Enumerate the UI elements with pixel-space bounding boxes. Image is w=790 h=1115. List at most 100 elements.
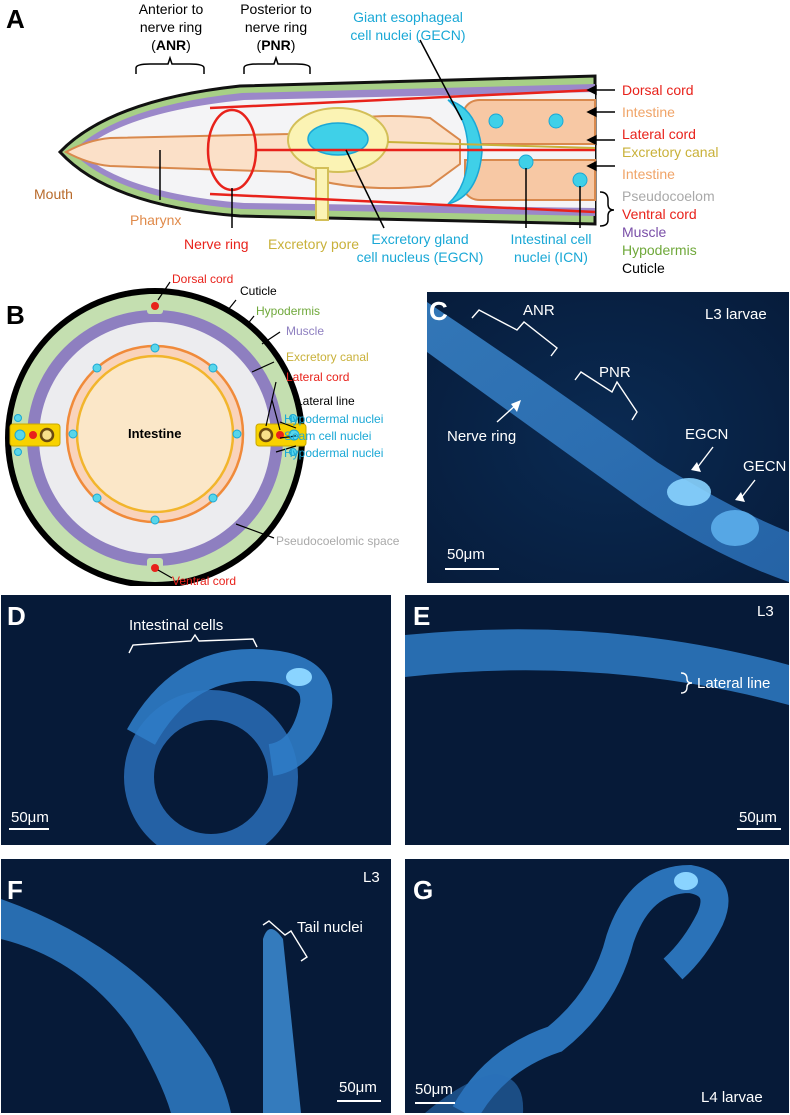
c-anr: ANR [523, 302, 555, 319]
egcn-label: Excretory gland cell nucleus (EGCN) [356, 231, 484, 265]
worm-longitudinal-diagram [57, 39, 615, 229]
b-hypodermal-nuclei-2: Hypodermal nuclei [284, 446, 384, 460]
panel-letter-b: B [6, 300, 25, 330]
legend-intestine-2: Intestine [622, 166, 675, 182]
panel-letter-g: G [413, 875, 434, 905]
icn-nucleus [518, 154, 534, 170]
worm-body-e [405, 629, 789, 705]
egcn-pointer [345, 149, 385, 229]
panel-e: E L3 Lateral line 50μm [405, 595, 789, 845]
icn-nucleus [572, 172, 588, 188]
b-seam-cell-nuclei: Seam cell nuclei [284, 429, 372, 443]
worm-body-c [427, 302, 789, 582]
panel-c: C L3 larvae ANR PNR Nerve ring EGCN GECN… [427, 292, 789, 583]
f-scale: 50μm [339, 1079, 377, 1096]
b-hypodermis: Hypodermis [256, 304, 321, 318]
panel-g: G L4 larvae 50μm [405, 859, 789, 1113]
b-intestine: Intestine [128, 426, 182, 441]
legend-intestine: Intestine [622, 104, 675, 120]
panel-letter-e: E [413, 601, 431, 631]
excretory-pore-duct [315, 167, 329, 221]
panel-a: A [0, 0, 790, 276]
b-pseudocoelomic-space: Pseudocoelomic space [276, 534, 400, 548]
b-lateral-cord: Lateral cord [286, 370, 350, 384]
pharynx-label: Pharynx [130, 212, 182, 228]
worm-cross-section-diagram [5, 281, 307, 586]
legend-hypodermis: Hypodermis [622, 242, 697, 258]
dorsal-cord-dot [151, 302, 159, 310]
b-cuticle: Cuticle [240, 284, 277, 298]
icn-nucleus [488, 113, 504, 129]
nerve-ring-label: Nerve ring [184, 236, 249, 252]
gecn-arrow [740, 479, 756, 499]
legend-muscle: Muscle [622, 224, 667, 240]
e-lateral-line: Lateral line [697, 675, 771, 692]
panel-letter-f: F [7, 875, 23, 905]
excretory-pore-label: Excretory pore [268, 236, 360, 252]
ventral-cord-line [209, 192, 596, 214]
right-legend: Dorsal cord Intestine Lateral cord Excre… [622, 81, 718, 277]
legend-lateral-cord: Lateral cord [622, 126, 696, 142]
gecn-pointer [419, 39, 463, 121]
egcn-arrow [696, 446, 714, 469]
b-dorsal-cord: Dorsal cord [172, 272, 234, 286]
egcn-glow [667, 478, 711, 506]
c-egcn: EGCN [685, 426, 729, 443]
pnr-bracket-c [574, 371, 638, 421]
pnr-bracket [243, 55, 311, 74]
panel-letter-d: D [7, 601, 26, 631]
intestine-upper [463, 99, 596, 145]
right-arrows [586, 84, 615, 172]
panel-letter-a: A [6, 4, 25, 34]
panel-b: B [0, 272, 425, 588]
g-scale: 50μm [415, 1081, 453, 1098]
c-nerve-ring: Nerve ring [447, 428, 517, 445]
gecn-glow [711, 510, 759, 546]
b-hypodermal-nuclei-1: Hypodermal nuclei [284, 412, 384, 426]
c-stage: L3 larvae [705, 306, 767, 323]
anr-label: Anterior to nerve ring (ANR) [138, 1, 204, 53]
pnr-label: Posterior to nerve ring (PNR) [240, 1, 312, 53]
egcn-nucleus [307, 122, 369, 156]
icn-label: Intestinal cell nuclei (ICN) [510, 231, 592, 265]
excretory-canal-line [387, 141, 596, 149]
c-scale: 50μm [447, 546, 485, 563]
legend-dorsal-cord: Dorsal cord [622, 82, 694, 98]
legend-ventral-cord: Ventral cord [622, 206, 697, 222]
g-stage: L4 larvae [701, 1089, 763, 1106]
panel-letter-c: C [429, 296, 448, 326]
f-tail-nuclei: Tail nuclei [297, 919, 363, 936]
e-scale: 50μm [739, 809, 777, 826]
worm-body-f [1, 899, 231, 1113]
panel-d: D Intestinal cells 50μm [1, 595, 391, 845]
dorsal-cord-line [209, 88, 596, 110]
legend-excretory-canal: Excretory canal [622, 144, 719, 160]
worm-body-d [127, 648, 333, 776]
anr-bracket [135, 55, 205, 74]
panel-f: F L3 Tail nuclei 50μm [1, 859, 391, 1113]
intestinal-bracket [128, 633, 258, 654]
e-stage: L3 [757, 603, 774, 620]
b-ventral-cord: Ventral cord [172, 574, 237, 588]
tail-bracket [262, 920, 308, 962]
anr-bracket-c [471, 309, 558, 357]
worm-body-g [452, 864, 729, 1113]
d-intestinal-cells: Intestinal cells [129, 617, 224, 634]
right-brace [599, 191, 615, 227]
c-pnr: PNR [599, 364, 631, 381]
f-stage: L3 [363, 869, 380, 886]
legend-cuticle: Cuticle [622, 260, 665, 276]
icn-nucleus [548, 113, 564, 129]
b-excretory-canal: Excretory canal [286, 350, 369, 364]
b-lateral-line: Lateral line [296, 394, 355, 408]
worm-coil-d [124, 690, 298, 845]
c-gecn: GECN [743, 458, 787, 475]
mouth-label: Mouth [34, 186, 73, 202]
gecn-label: Giant esophageal cell nuclei (GECN) [350, 9, 466, 43]
intestine-nuclei [68, 343, 242, 525]
d-scale: 50μm [11, 809, 49, 826]
b-muscle: Muscle [286, 324, 325, 338]
worm-tail-f [263, 929, 301, 1113]
legend-pseudocoelom: Pseudocoelom [622, 188, 715, 204]
lateral-line-brace [680, 672, 693, 694]
